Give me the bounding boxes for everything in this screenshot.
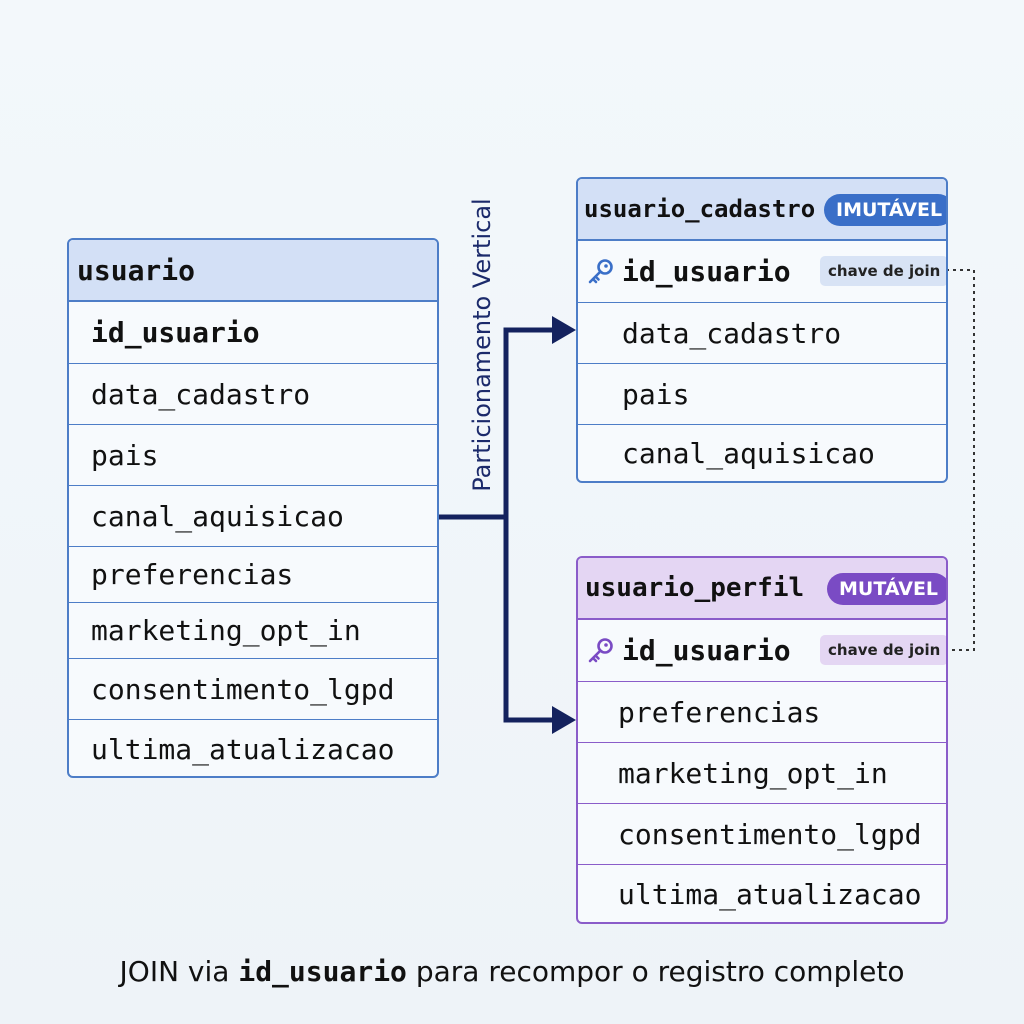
caption-suffix: para recompor o registro completo	[415, 955, 905, 988]
table-usuario-row-key: id_usuario	[91, 316, 260, 349]
join-key-chip: chave de join	[820, 635, 946, 665]
arrowhead-cadastro	[552, 316, 576, 344]
table-cadastro-row-key: id_usuario chave de join	[578, 241, 946, 302]
arrowhead-perfil	[552, 706, 576, 734]
table-cadastro-title: usuario_cadastro	[584, 195, 816, 223]
table-perfil-title: usuario_perfil	[585, 573, 805, 603]
table-usuario-cadastro: usuario_cadastro IMUTÁVEL id_usuario cha…	[576, 177, 948, 483]
table-perfil-row: marketing_opt_in	[578, 742, 946, 803]
table-usuario-perfil: usuario_perfil MUTÁVEL id_usuario chave …	[576, 556, 948, 924]
key-icon	[588, 259, 613, 284]
table-usuario-row: data_cadastro	[69, 363, 437, 424]
table-usuario-row: preferencias	[69, 546, 437, 602]
table-cadastro-row: pais	[578, 363, 946, 424]
table-cadastro-row: canal_aquisicao	[578, 424, 946, 481]
table-usuario-header: usuario	[69, 240, 437, 302]
table-perfil-header: usuario_perfil MUTÁVEL	[578, 558, 946, 620]
table-perfil-row: consentimento_lgpd	[578, 803, 946, 864]
table-cadastro-header: usuario_cadastro IMUTÁVEL	[578, 179, 946, 241]
table-usuario-row: consentimento_lgpd	[69, 658, 437, 719]
table-usuario: usuario id_usuario data_cadastro pais ca…	[67, 238, 439, 778]
table-cadastro-row: data_cadastro	[578, 302, 946, 363]
table-usuario-row: marketing_opt_in	[69, 602, 437, 658]
arrow-to-perfil	[503, 517, 560, 723]
caption-prefix: JOIN via	[119, 955, 230, 988]
arrow-to-cadastro	[503, 327, 560, 517]
table-usuario-row: canal_aquisicao	[69, 485, 437, 546]
table-perfil-row: ultima_atualizacao	[578, 864, 946, 922]
join-key-chip: chave de join	[820, 256, 946, 286]
key-icon	[588, 638, 613, 663]
caption-key: id_usuario	[238, 955, 407, 988]
table-usuario-row: pais	[69, 424, 437, 485]
immutable-badge: IMUTÁVEL	[824, 194, 946, 226]
table-usuario-row: ultima_atualizacao	[69, 719, 437, 776]
table-usuario-title: usuario	[77, 253, 196, 287]
table-perfil-row: preferencias	[578, 681, 946, 742]
mutable-badge: MUTÁVEL	[827, 573, 946, 605]
table-perfil-row-key: id_usuario chave de join	[578, 620, 946, 681]
caption: JOIN via id_usuario para recompor o regi…	[0, 955, 1024, 988]
join-dotted-link	[946, 269, 975, 651]
split-label: Particionamento Vertical	[468, 198, 496, 492]
